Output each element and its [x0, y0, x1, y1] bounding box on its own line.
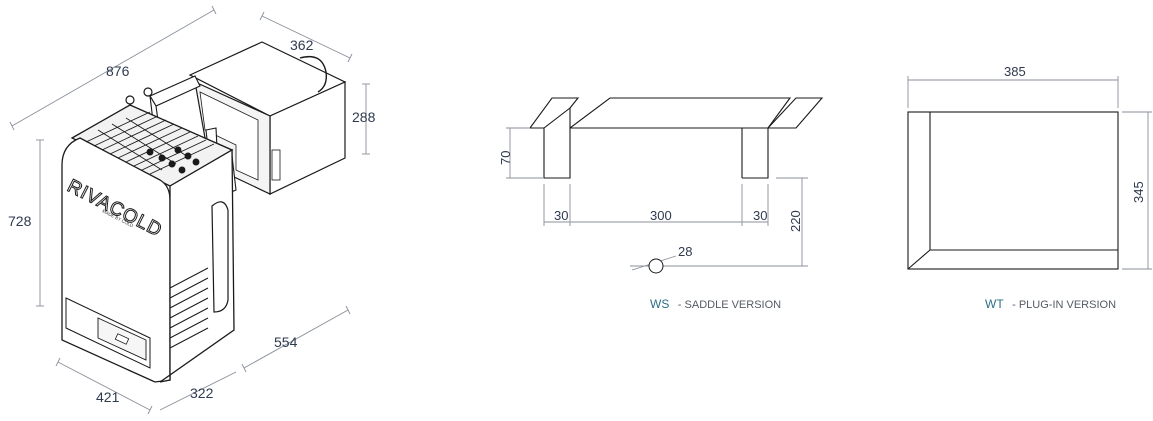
dim-saddle-drop: 220 — [788, 210, 803, 232]
condensing-unit-cabinet — [61, 104, 235, 383]
dim-unit-side: 554 — [274, 334, 298, 350]
plugin-caption-code: WT — [985, 297, 1004, 311]
dim-unit-box-height: 288 — [352, 109, 376, 125]
saddle-hole-circle — [648, 258, 664, 274]
side-louvers — [169, 267, 209, 349]
dim-saddle-leg-right: 30 — [753, 208, 767, 223]
dim-unit-depth-top: 362 — [290, 37, 314, 53]
saddle-version-drawing: 70 30 300 30 220 28 WS - SADDLE VERSION — [498, 97, 824, 312]
plugin-caption: WT - PLUG-IN VERSION — [985, 295, 1116, 312]
dim-saddle-leg-height: 70 — [498, 151, 513, 165]
dim-saddle-leg-left: 30 — [554, 208, 568, 223]
unit-isometric-drawing: RIVACOLD MADE BY COLD 876 362 288 — [8, 5, 376, 415]
plugin-profile — [907, 111, 1119, 270]
evaporator-box — [188, 41, 347, 195]
dim-unit-width: 876 — [106, 63, 130, 79]
saddle-caption-code: WS — [650, 297, 669, 311]
dim-unit-height: 728 — [8, 213, 32, 229]
dim-saddle-span: 300 — [650, 208, 672, 223]
dim-plugin-height: 345 — [1131, 181, 1146, 203]
dim-plugin-width: 385 — [1004, 64, 1026, 79]
dim-unit-front-width: 421 — [96, 389, 120, 405]
plugin-caption-text: - PLUG-IN VERSION — [1012, 299, 1116, 311]
saddle-dimension-lines — [506, 127, 808, 271]
saddle-caption-text: - SADDLE VERSION — [678, 299, 781, 311]
plugin-version-drawing: 385 345 WT - PLUG-IN VERSION — [907, 64, 1152, 312]
lifting-rings — [125, 87, 153, 105]
dim-unit-front-depth: 322 — [190, 385, 214, 401]
saddle-profile — [529, 97, 824, 179]
unit-dimension-lines — [9, 5, 370, 415]
dim-saddle-hole: 28 — [678, 244, 692, 259]
saddle-caption: WS - SADDLE VERSION — [650, 295, 781, 312]
plugin-dimension-lines — [907, 76, 1152, 270]
top-fan-grill — [85, 111, 215, 175]
